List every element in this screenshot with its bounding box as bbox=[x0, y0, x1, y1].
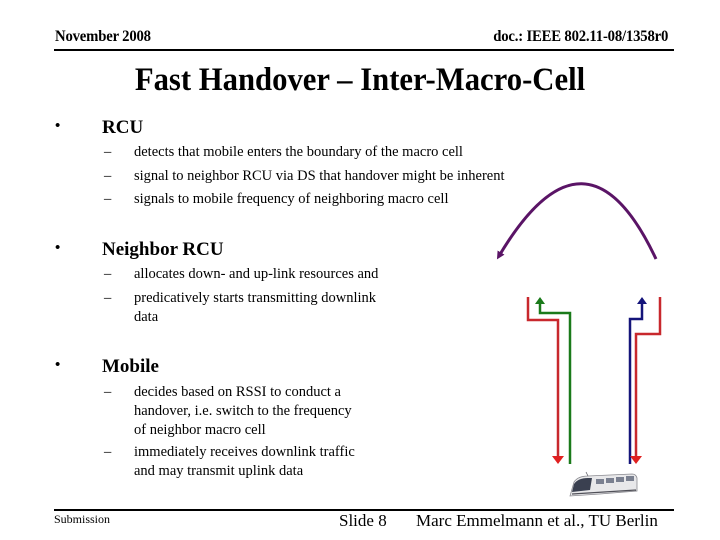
bullet-label-neighbor-rcu: Neighbor RCU bbox=[102, 239, 224, 260]
uplink-arrow-icon bbox=[535, 297, 572, 464]
dash-marker: – bbox=[104, 266, 112, 282]
bullet-label-mobile: Mobile bbox=[102, 356, 159, 377]
list-item-text: predicatively starts transmitting downli… bbox=[134, 290, 377, 306]
footer-rule bbox=[54, 509, 674, 511]
list-item-text: immediately receives downlink traffic bbox=[134, 444, 355, 460]
list-item-text: of neighbor macro cell bbox=[134, 422, 266, 438]
footer-author: Marc Emmelmann et al., TU Berlin bbox=[416, 511, 658, 530]
list-item-text: detects that mobile enters the boundary … bbox=[134, 144, 463, 160]
slide-title: Fast Handover – Inter-Macro-Cell bbox=[134, 62, 586, 98]
dash-marker: – bbox=[104, 191, 112, 207]
header-rule bbox=[54, 49, 674, 51]
list-item-text: signals to mobile frequency of neighbori… bbox=[134, 191, 449, 207]
dash-marker: – bbox=[104, 144, 112, 160]
header-doc-id: doc.: IEEE 802.11-08/1358r0 bbox=[493, 28, 668, 45]
footer-slide-number: Slide 8 bbox=[339, 511, 387, 530]
dash-marker: – bbox=[104, 290, 112, 306]
bullet-dot: • bbox=[55, 118, 61, 134]
bullet-label-rcu: RCU bbox=[102, 117, 144, 138]
downlink-arrow-icon bbox=[526, 297, 564, 464]
header-date: November 2008 bbox=[55, 28, 151, 45]
list-item-text: signal to neighbor RCU via DS that hando… bbox=[134, 168, 505, 184]
dash-marker: – bbox=[104, 384, 112, 400]
list-item-text: and may transmit uplink data bbox=[134, 463, 304, 479]
downlink-arrow-icon bbox=[630, 297, 662, 464]
train-icon bbox=[569, 471, 638, 497]
list-item-text: allocates down- and up-link resources an… bbox=[134, 266, 379, 282]
footer-submission: Submission bbox=[54, 512, 111, 526]
list-item-text: handover, i.e. switch to the frequency bbox=[134, 403, 352, 419]
bullet-dot: • bbox=[55, 357, 61, 373]
uplink-arrow-icon bbox=[628, 297, 647, 464]
dash-marker: – bbox=[104, 444, 112, 460]
list-item-text: data bbox=[134, 309, 159, 325]
dash-marker: – bbox=[104, 168, 112, 184]
curved-arrow-icon bbox=[496, 182, 658, 260]
bullet-dot: • bbox=[55, 240, 61, 256]
list-item-text: decides based on RSSI to conduct a bbox=[134, 384, 341, 400]
